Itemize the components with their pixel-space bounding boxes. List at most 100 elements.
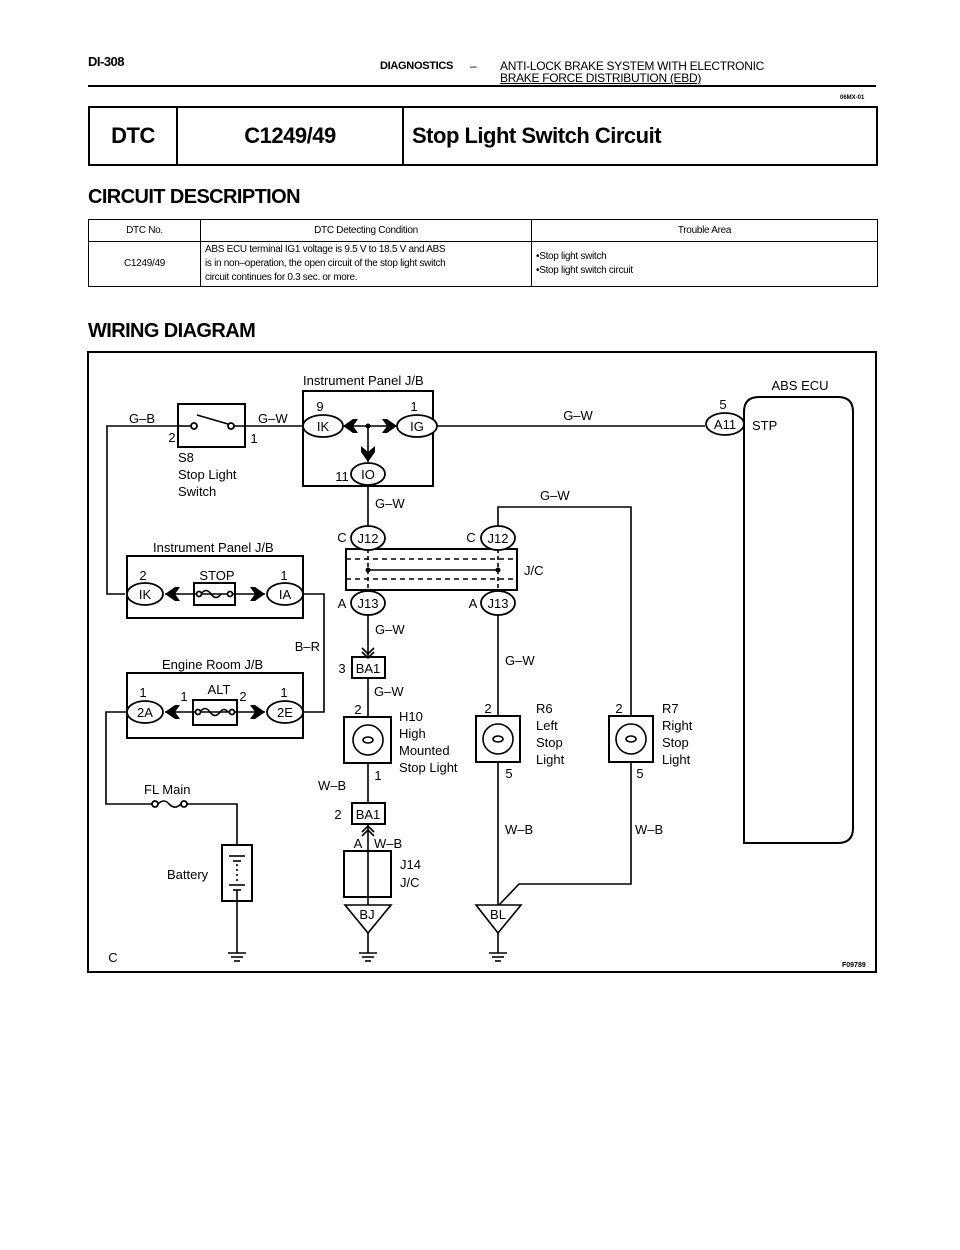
connector-label: 2A [137, 705, 153, 720]
component-name: Right [662, 718, 693, 733]
connector-label: IA [279, 587, 292, 602]
connector-label: J12 [358, 531, 379, 546]
wire-color-label: W–B [635, 822, 663, 837]
trouble-area-item: •Stop light switch [536, 251, 607, 262]
ground-icon [489, 952, 507, 962]
ground-icon [228, 952, 246, 962]
chapter-title-line1: ANTI-LOCK BRAKE SYSTEM WITH ELECTRONIC [500, 59, 764, 73]
connector-label: IK [317, 419, 330, 434]
component-name: Left [536, 718, 558, 733]
wire-color-label: W–B [318, 778, 346, 793]
figure-code: F09789 [842, 962, 866, 969]
instrument-panel-jb-top [302, 390, 438, 487]
wire-color-label: B–R [295, 639, 320, 654]
dtc-label: DTC [90, 108, 178, 164]
battery-label: Battery [167, 867, 209, 882]
connector-label: BA1 [356, 807, 381, 822]
component-code: R7 [662, 701, 679, 716]
trouble-area-item: •Stop light switch circuit [536, 265, 633, 276]
trouble-area-cell: •Stop light switch •Stop light switch ci… [531, 241, 878, 287]
component-code: H10 [399, 709, 423, 724]
pin-number: 1 [410, 399, 417, 414]
component-code: R6 [536, 701, 553, 716]
fusible-link-label: FL Main [144, 782, 190, 797]
connector-arrow-icon [165, 705, 180, 719]
pin-number: 5 [636, 766, 643, 781]
dtc-title-box: DTC C1249/49 Stop Light Switch Circuit [88, 106, 878, 166]
wire-color-label: G–W [563, 408, 593, 423]
pin-number: 11 [335, 469, 349, 484]
connector-arrow-icon [343, 419, 358, 433]
pin-number: 2 [139, 568, 146, 583]
abs-ecu-label: ABS ECU [771, 378, 828, 393]
connector-label: IO [361, 467, 375, 482]
junction-block-label: Engine Room J/B [162, 657, 263, 672]
switch-code: S8 [178, 450, 194, 465]
condition-line: is in non–operation, the open circuit of… [205, 258, 446, 269]
component-name: Light [536, 752, 565, 767]
ground-point-label: BJ [359, 907, 374, 922]
condition-line: ABS ECU terminal IG1 voltage is 9.5 V to… [205, 244, 446, 255]
pin-number: 9 [316, 399, 323, 414]
section-title: DIAGNOSTICS [380, 60, 454, 72]
connector-label: J12 [488, 531, 509, 546]
pin-number: 1 [280, 685, 287, 700]
connector-label: IG [410, 419, 424, 434]
section-dash: – [470, 59, 477, 73]
pin-number: 1 [374, 768, 381, 783]
pin-letter: A [469, 596, 478, 611]
instrument-panel-jb-bottom [126, 555, 325, 713]
wire-color-label: G–W [375, 496, 405, 511]
dtc-code: C1249/49 [178, 108, 404, 164]
table-row: C1249/49 ABS ECU terminal IG1 voltage is… [88, 241, 878, 287]
wire-color-label: G–W [375, 622, 405, 637]
connector-arrow-icon [250, 705, 265, 719]
wire-color-label: W–B [505, 822, 533, 837]
wiring-diagram-heading: WIRING DIAGRAM [88, 320, 256, 342]
pin-letter: C [466, 530, 475, 545]
chapter-title-line2: BRAKE FORCE DISTRIBUTION (EBD) [500, 71, 702, 85]
component-name: High [399, 726, 426, 741]
component-name: Light [662, 752, 691, 767]
pin-number: 3 [338, 661, 345, 676]
connector-arrow-icon [361, 446, 375, 462]
pin-letter: A [338, 596, 347, 611]
pin-number: 1 [180, 689, 187, 704]
condition-cell: ABS ECU terminal IG1 voltage is 9.5 V to… [200, 241, 532, 287]
pin-number: 2 [354, 702, 361, 717]
component-name: Stop [536, 735, 563, 750]
page-code: DI-308 [88, 54, 125, 69]
pin-number: 5 [505, 766, 512, 781]
junction-connector-jc [345, 486, 632, 716]
wire-color-label: G–B [129, 411, 155, 426]
wire-color-label: W–B [374, 836, 402, 851]
jc-label: J/C [524, 563, 544, 578]
header-rule [88, 85, 876, 87]
dtc-no-cell: C1249/49 [88, 241, 201, 287]
connector-label: J13 [488, 596, 509, 611]
connector-arrow-icon [382, 419, 397, 433]
pin-letter: A [354, 836, 363, 851]
stop-light-switch [106, 403, 303, 595]
ground-point-label: BL [490, 907, 506, 922]
component-name: Stop [662, 735, 689, 750]
connector-label: BA1 [356, 661, 381, 676]
junction-block-label: Instrument Panel J/B [303, 373, 424, 388]
connector-label: A11 [714, 417, 736, 432]
fuse-label: ALT [208, 682, 231, 697]
rear-stop-lights-branch [474, 615, 654, 962]
junction-block-label: Instrument Panel J/B [153, 540, 274, 555]
connector-label: 2E [277, 705, 293, 720]
component-code: J14 [400, 857, 421, 872]
fusible-link-and-battery [151, 800, 253, 962]
pin-number: 2 [484, 701, 491, 716]
doc-code: 06MX-01 [840, 95, 865, 101]
component-name: J/C [400, 875, 420, 890]
switch-name: Stop Light [178, 467, 237, 482]
connector-label: J13 [358, 596, 379, 611]
terminal-label: STP [752, 418, 777, 433]
abs-ecu [705, 396, 854, 844]
wire-color-label: G–W [258, 411, 288, 426]
wire-color-label: G–W [540, 488, 570, 503]
